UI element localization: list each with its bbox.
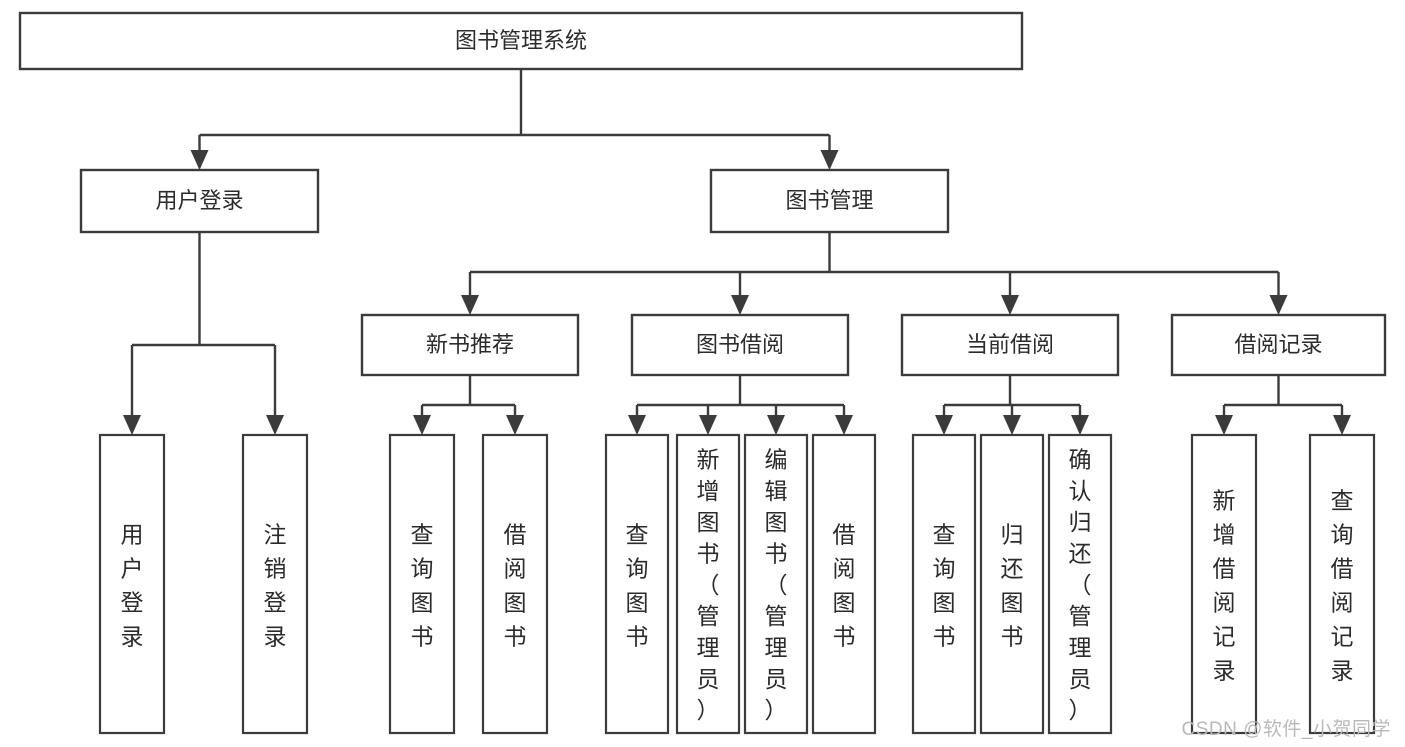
node-level2-0-box[interactable] [79,168,320,234]
node-leaf-6-box[interactable] [743,433,809,735]
arrow-head-icon [820,150,839,170]
node-level3-3-label: 借阅记录 [1234,332,1322,357]
node-leaf-0[interactable]: 用户登录 [98,433,166,735]
arrow-head-icon [123,415,141,435]
node-leaf-8-label: 查询图书 [933,522,956,650]
node-leaf-5[interactable]: 新增图书（管理员） [675,433,741,735]
node-level3-1-label: 图书借阅 [696,332,784,357]
node-root-图书管理系统-box[interactable] [18,11,1024,71]
node-leaf-11[interactable]: 新增借阅记录 [1190,433,1258,735]
arrow-head-icon [1003,415,1021,435]
arrow-head-icon [190,150,209,170]
node-leaf-7[interactable]: 借阅图书 [811,433,877,735]
node-leaf-1[interactable]: 注销登录 [241,433,309,735]
node-level3-2-box[interactable] [900,313,1120,377]
node-leaf-7-label: 借阅图书 [833,522,856,650]
node-leaf-12-label: 查询借阅记录 [1331,488,1354,684]
node-leaf-2-label: 查询图书 [411,522,434,650]
node-leaf-4-box[interactable] [604,433,670,735]
node-leaf-11-label: 新增借阅记录 [1213,488,1236,684]
arrow-head-icon [699,415,717,435]
node-level3-1-box[interactable] [630,313,850,377]
node-level2-0-label: 用户登录 [155,188,243,213]
node-level3-3[interactable]: 借阅记录 [1170,313,1387,377]
node-leaf-1-box[interactable] [241,433,309,735]
node-level3-0-box[interactable] [360,313,580,377]
arrow-head-icon [506,415,524,435]
arrow-head-icon [1215,415,1233,435]
node-leaf-4[interactable]: 查询图书 [604,433,670,735]
node-leaf-6-label: 编辑图书（管理员） [765,446,788,723]
node-leaf-12[interactable]: 查询借阅记录 [1308,433,1376,735]
node-level2-1[interactable]: 图书管理 [709,168,950,234]
node-level3-2-label: 当前借阅 [966,332,1054,357]
node-leaf-3-label: 借阅图书 [504,522,527,650]
node-leaf-9-box[interactable] [979,433,1045,735]
node-level2-0[interactable]: 用户登录 [79,168,320,234]
node-level2-1-box[interactable] [709,168,950,234]
node-leaf-0-label: 用户登录 [121,522,144,650]
arrow-head-icon [1071,415,1089,435]
node-leaf-1-label: 注销登录 [264,522,287,650]
node-leaf-3-box[interactable] [481,433,549,735]
watermark-text: CSDN @软件_小贺同学 [1181,719,1391,740]
node-leaf-12-box[interactable] [1308,433,1376,735]
arrow-head-icon [1001,295,1019,315]
arrow-head-icon [935,415,953,435]
node-level3-0[interactable]: 新书推荐 [360,313,580,377]
node-root-图书管理系统[interactable]: 图书管理系统 [18,11,1024,71]
node-level3-0-label: 新书推荐 [426,332,514,357]
node-leaf-7-box[interactable] [811,433,877,735]
node-level2-1-label: 图书管理 [785,188,873,213]
node-leaf-9[interactable]: 归还图书 [979,433,1045,735]
node-leaf-11-box[interactable] [1190,433,1258,735]
node-leaf-2[interactable]: 查询图书 [388,433,456,735]
arrow-head-icon [767,415,785,435]
arrow-head-icon [1333,415,1351,435]
node-leaf-10-label: 确认归还（管理员） [1069,446,1092,723]
node-leaf-9-label: 归还图书 [1001,522,1024,650]
node-leaf-6[interactable]: 编辑图书（管理员） [743,433,809,735]
arrow-head-icon [731,295,749,315]
node-leaf-3[interactable]: 借阅图书 [481,433,549,735]
node-leaf-10-box[interactable] [1047,433,1113,735]
node-leaf-5-box[interactable] [675,433,741,735]
node-leaf-5-label: 新增图书（管理员） [697,446,720,723]
connector-layer [123,69,1351,435]
arrow-head-icon [835,415,853,435]
node-level3-3-box[interactable] [1170,313,1387,377]
node-leaf-10[interactable]: 确认归还（管理员） [1047,433,1113,735]
node-leaf-0-box[interactable] [98,433,166,735]
arrow-head-icon [413,415,431,435]
arrow-head-icon [628,415,646,435]
node-layer: 图书管理系统用户登录图书管理新书推荐图书借阅当前借阅借阅记录用户登录注销登录查询… [18,11,1387,735]
arrow-head-icon [1269,295,1288,315]
node-level3-1[interactable]: 图书借阅 [630,313,850,377]
arrow-head-icon [266,415,284,435]
node-leaf-8[interactable]: 查询图书 [911,433,977,735]
node-leaf-8-box[interactable] [911,433,977,735]
arrow-head-icon [461,295,479,315]
node-root-图书管理系统-label: 图书管理系统 [455,28,587,53]
node-level3-2[interactable]: 当前借阅 [900,313,1120,377]
node-leaf-4-label: 查询图书 [626,522,649,650]
node-leaf-2-box[interactable] [388,433,456,735]
